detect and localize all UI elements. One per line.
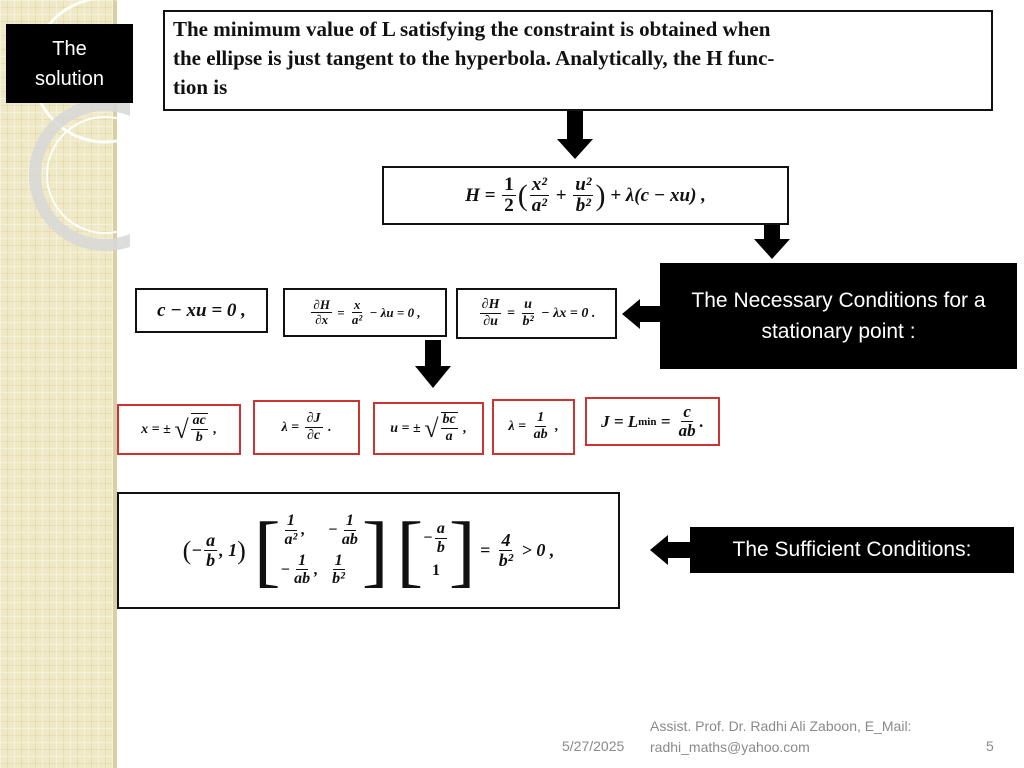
necessary-conditions-label: The Necessary Conditions for a stationar… (660, 263, 1017, 369)
intro-text-box: The minimum value of L satisfying the co… (163, 10, 993, 111)
decorative-strip-edge (113, 0, 117, 768)
constraint-equation-box: c − xu = 0 , (135, 288, 268, 333)
footer-author: Assist. Prof. Dr. Radhi Ali Zaboon, E_Ma… (650, 716, 911, 758)
arrow-down-icon (415, 340, 451, 388)
lambda-dj-equation: λ = ∂J∂c . (281, 410, 332, 443)
arrow-down-icon (754, 225, 790, 259)
necessary-line-1: The Necessary Conditions for a (691, 289, 986, 312)
slide-title-line2: solution (35, 67, 104, 90)
intro-line-3: tion is (173, 75, 228, 99)
footer-page-number: 5 (986, 738, 994, 754)
arrow-down-icon (557, 111, 593, 159)
footer-date: 5/27/2025 (562, 738, 625, 754)
arrow-left-icon (650, 535, 690, 565)
lambda-dj-box: λ = ∂J∂c . (253, 400, 360, 455)
arrow-left-icon (622, 299, 662, 329)
intro-line-2: the ellipse is just tangent to the hyper… (173, 46, 775, 70)
constraint-equation: c − xu = 0 , (157, 299, 246, 321)
sufficient-conditions-label: The Sufficient Conditions: (690, 527, 1014, 573)
intro-line-1: The minimum value of L satisfying the co… (173, 17, 771, 41)
necessary-line-2: stationary point : (761, 320, 916, 343)
footer-author-line2: radhi_maths@yahoo.com (650, 739, 810, 755)
slide-title-line1: The (52, 37, 87, 60)
slide-title-box: The solution (6, 24, 133, 103)
footer-author-line1: Assist. Prof. Dr. Radhi Ali Zaboon, E_Ma… (650, 718, 912, 734)
